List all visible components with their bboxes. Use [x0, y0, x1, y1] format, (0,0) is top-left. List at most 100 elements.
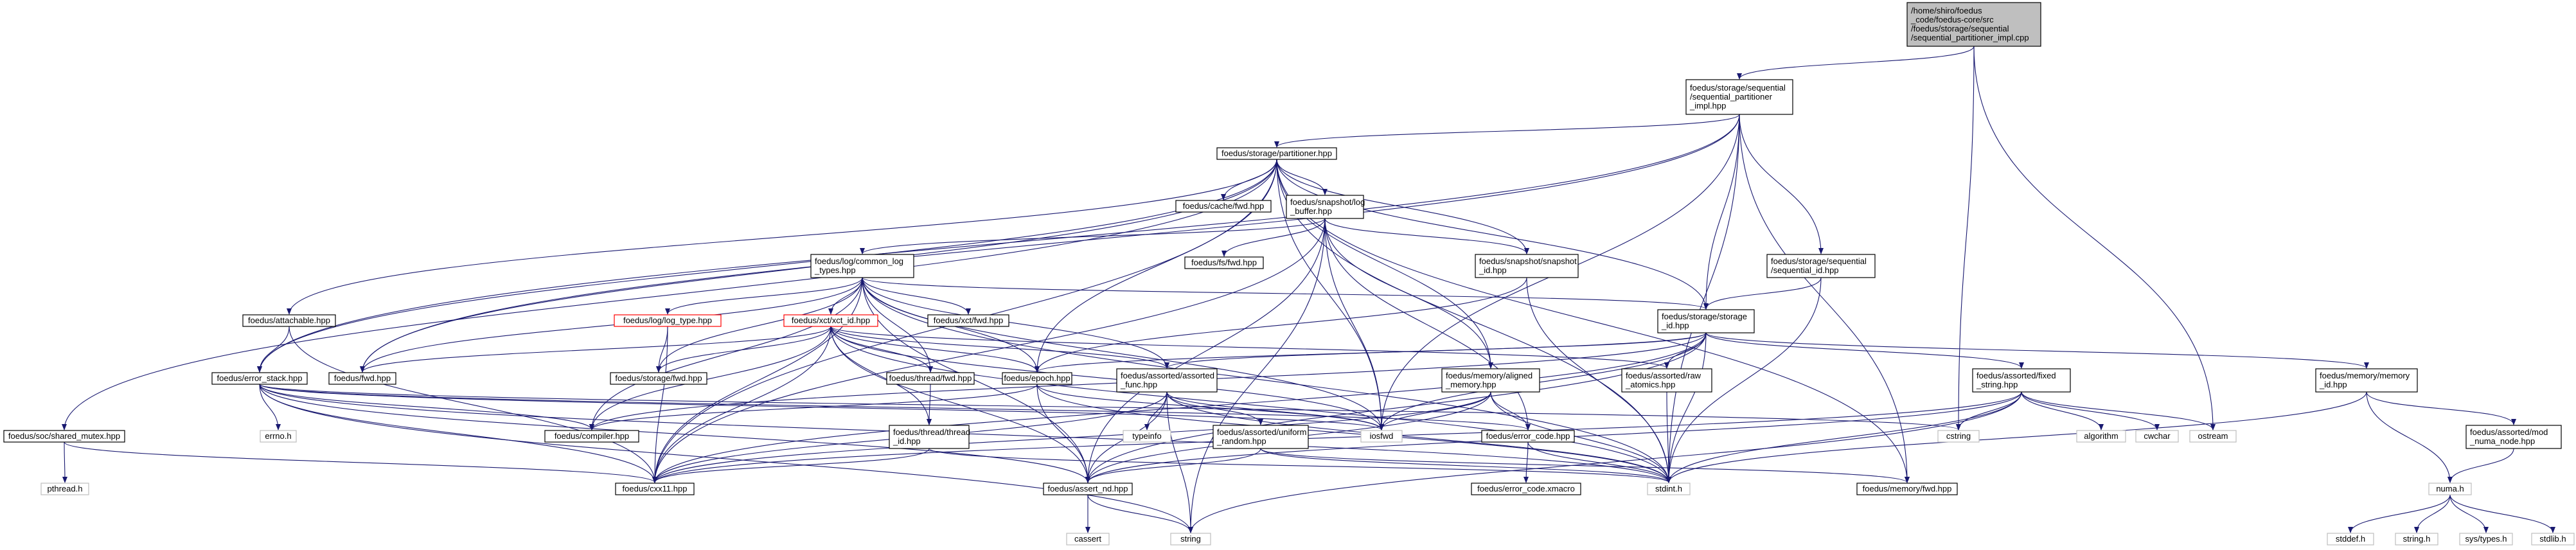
node-label-line: stdlib.h: [2539, 534, 2566, 544]
node-assert-nd[interactable]: foedus/assert_nd.hpp: [1043, 483, 1133, 495]
node-log-type[interactable]: foedus/log/log_type.hpp: [614, 314, 722, 327]
dependency-edge-partitioner-to-shared_mutex: [62, 159, 1277, 430]
node-thread-fwd[interactable]: foedus/thread/fwd.hpp: [886, 372, 975, 385]
dependency-edge-attachable-to-error_stack: [257, 326, 290, 373]
dependency-edge-memory_id-to-stdint: [1666, 391, 2367, 483]
dependency-edge-assert_nd-to-string: [1087, 494, 1193, 533]
node-xct-fwd[interactable]: foedus/xct/fwd.hpp: [927, 314, 1009, 327]
node-box: [1621, 368, 1712, 393]
node-log-buffer[interactable]: foedus/snapshot/log_buffer.hpp: [1286, 195, 1365, 219]
node-label-line: _buffer.hpp: [1290, 206, 1332, 216]
dependency-edge-aligned_mem-to-iosfwd: [1379, 391, 1491, 430]
dependency-edge-snapshot_id-to-epoch: [1035, 277, 1527, 373]
node-snapshot-id[interactable]: foedus/snapshot/snapshot_id.hpp: [1475, 254, 1579, 278]
node-epoch[interactable]: foedus/epoch.hpp: [1002, 372, 1072, 385]
dependency-edge-assorted_func-to-stdint: [1166, 391, 1671, 483]
node-box: [2428, 483, 2472, 495]
node-label-line: /sequential_partitioner_impl.cpp: [1911, 33, 2029, 42]
node-aligned-mem[interactable]: foedus/memory/aligned_memory.hpp: [1441, 368, 1540, 393]
node-label-line: foedus/epoch.hpp: [1004, 373, 1070, 383]
node-thread-id[interactable]: foedus/thread/thread_id.hpp: [889, 425, 970, 449]
dependency-edge-common_log-to-log_type: [665, 277, 863, 315]
dependency-edge-thread_fwd-to-thread_id: [927, 384, 932, 425]
node-label-line: stdint.h: [1655, 484, 1682, 493]
node-attachable[interactable]: foedus/attachable.hpp: [242, 314, 336, 327]
node-box: [2459, 533, 2513, 546]
dependency-edge-snapshot_id-to-stdint: [1526, 277, 1671, 483]
node-box: [1116, 368, 1218, 393]
node-common-log[interactable]: foedus/log/common_log_types.hpp: [810, 254, 914, 278]
dependency-edge-error_code-to-stdint: [1527, 441, 1671, 483]
node-storage-fwd[interactable]: foedus/storage/fwd.hpp: [610, 372, 707, 385]
node-fixed-string[interactable]: foedus/assorted/fixed_string.hpp: [1972, 368, 2071, 393]
node-xct-id[interactable]: foedus/xct/xct_id.hpp: [783, 314, 878, 327]
node-foedus-fwd[interactable]: foedus/fwd.hpp: [328, 372, 396, 385]
node-box: [1170, 533, 1211, 546]
node-label-line: foedus/snapshot/log: [1290, 197, 1365, 207]
node-label-line: foedus/memory/aligned: [1446, 371, 1532, 380]
node-spi-hpp[interactable]: foedus/storage/sequential/sequential_par…: [1685, 79, 1793, 115]
node-label-line: foedus/assorted/uniform: [1217, 427, 1306, 437]
dependency-edge-log_buffer-to-iosfwd: [1324, 218, 1384, 430]
node-cstring: cstring: [1937, 430, 1980, 443]
dependency-edge-spi_hpp-to-error_stack: [257, 114, 1740, 373]
node-uniform-random[interactable]: foedus/assorted/uniform_random.hpp: [1212, 425, 1309, 449]
node-label-line: _types.hpp: [814, 265, 856, 275]
node-label-line: errno.h: [265, 431, 291, 441]
node-box: [889, 425, 970, 449]
dependency-edge-numa_node-to-numa: [2447, 448, 2514, 483]
node-box: [2327, 533, 2374, 546]
node-shared-mutex[interactable]: foedus/soc/shared_mutex.hpp: [3, 430, 125, 443]
node-cache-fwd[interactable]: foedus/cache/fwd.hpp: [1175, 200, 1272, 213]
dependency-edge-seq_id-to-stdint: [1666, 277, 1822, 483]
dependency-edge-thread_id-to-stdint: [928, 448, 1671, 483]
node-label-line: _func.hpp: [1120, 380, 1157, 389]
node-cassert: cassert: [1066, 533, 1110, 546]
node-memory-id[interactable]: foedus/memory/memory_id.hpp: [2315, 368, 2418, 393]
node-numa-node[interactable]: foedus/assorted/mod_numa_node.hpp: [2465, 425, 2562, 449]
node-label-line: foedus/compiler.hpp: [555, 431, 629, 441]
node-label-line: foedus/soc/shared_mutex.hpp: [8, 431, 120, 441]
node-compiler[interactable]: foedus/compiler.hpp: [544, 430, 639, 443]
dependency-edge-partitioner-to-log_buffer: [1276, 159, 1328, 195]
dependency-edge-error_stack-to-string: [259, 384, 1193, 533]
dependency-edge-xct_id-to-foedus_fwd: [360, 326, 831, 373]
node-partitioner[interactable]: foedus/storage/partitioner.hpp: [1216, 147, 1337, 160]
node-error-code[interactable]: foedus/error_code.hpp: [1481, 430, 1575, 443]
node-label-line: _id.hpp: [893, 436, 921, 446]
node-errno: errno.h: [260, 430, 297, 443]
dependency-edge-xct_id-to-compiler: [589, 326, 831, 430]
dependency-edge-shared_mutex-to-cxx11: [64, 441, 657, 483]
node-fs-fwd[interactable]: foedus/fs/fwd.hpp: [1184, 256, 1264, 269]
node-storage-id[interactable]: foedus/storage/storage_id.hpp: [1657, 309, 1755, 333]
dependency-edge-fixed_string-to-string: [1188, 391, 2022, 533]
dependency-edge-common_log-to-stdint: [862, 277, 1671, 483]
node-box: [2189, 430, 2237, 443]
node-assorted-func[interactable]: foedus/assorted/assorted_func.hpp: [1116, 368, 1218, 393]
node-box: [3, 430, 125, 443]
dependency-edge-spi_hpp-to-stdint: [1666, 114, 1740, 483]
node-label-line: foedus/memory/fwd.hpp: [1863, 484, 1952, 493]
node-seq-id[interactable]: foedus/storage/sequential/sequential_id.…: [1766, 254, 1876, 278]
node-box: [1175, 200, 1272, 213]
dependency-edge-root-to-spi_hpp: [1737, 46, 1975, 80]
node-cxx11[interactable]: foedus/cxx11.hpp: [615, 483, 695, 495]
dependency-edge-fixed_string-to-stdint: [1666, 391, 2022, 483]
dependency-edge-spi_hpp-to-foedus_fwd: [360, 114, 1740, 373]
node-box: [783, 314, 878, 327]
node-raw-atomics[interactable]: foedus/assorted/raw_atomics.hpp: [1621, 368, 1712, 393]
dependency-edge-common_log-to-thread_fwd: [862, 277, 933, 373]
node-box: [610, 372, 707, 385]
node-box: [1360, 430, 1403, 443]
dependency-edge-log_buffer-to-assert_nd: [1085, 218, 1326, 483]
dependency-edge-error_stack-to-cxx11: [259, 384, 657, 483]
node-memory-fwd[interactable]: foedus/memory/fwd.hpp: [1856, 483, 1958, 495]
dependency-edge-memory_id-to-numa: [2366, 391, 2453, 483]
dependency-edge-attachable-to-cxx11: [289, 326, 657, 483]
node-box: [1216, 147, 1337, 160]
dependency-edge-numa-to-string_h: [2414, 494, 2451, 533]
dependency-edge-partitioner-to-snapshot_id: [1276, 159, 1529, 254]
node-error-stack[interactable]: foedus/error_stack.hpp: [211, 372, 308, 385]
node-error-code-xmacro[interactable]: foedus/error_code.xmacro: [1471, 483, 1581, 495]
node-label-line: foedus/snapshot/snapshot: [1479, 256, 1577, 266]
